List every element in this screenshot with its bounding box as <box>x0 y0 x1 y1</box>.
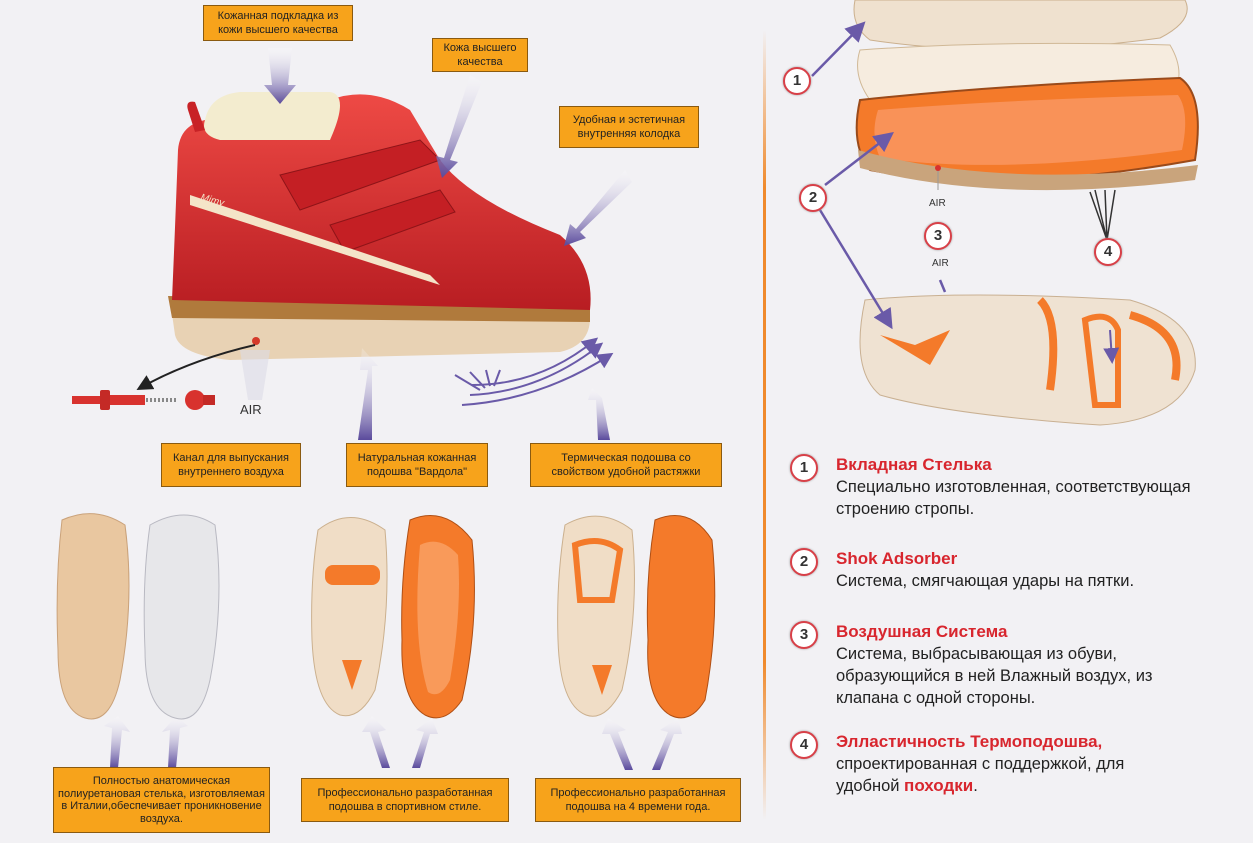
callout-insoles: Полностью анатомическая полиуретановая с… <box>53 767 270 833</box>
callout-lining: Кожанная подкладка из кожи высшего качес… <box>203 5 353 41</box>
callout-air-channel: Канал для выпускания внутреннего воздуха <box>161 443 301 487</box>
callout-sport-sole: Профессионально разработанная подошва в … <box>301 778 509 822</box>
season-soles-illustration <box>557 515 716 719</box>
feature-description-emphasis: походки <box>904 776 974 795</box>
sole-layers-illustration <box>853 0 1199 191</box>
feature-title: Shok Adsorber <box>836 549 958 568</box>
feature-description: Система, выбрасывающая из обуви, образую… <box>836 645 1153 707</box>
callout-thermo-sole: Термическая подошва со свойством удобной… <box>530 443 722 487</box>
air-valve-illustration <box>72 344 270 410</box>
diagram-number-1: 1 <box>783 67 811 95</box>
flex-arrows <box>454 337 614 406</box>
right-pointer-lines <box>811 21 1116 330</box>
feature-2: 2 Shok Adsorber Система, смягчающая удар… <box>790 548 1230 598</box>
panel-divider <box>763 30 766 820</box>
diagram-number-2: 2 <box>799 184 827 212</box>
feature-3: 3 Воздушная Система Система, выбрасывающ… <box>790 621 1230 711</box>
air-label-small-2: AIR <box>932 258 949 269</box>
diagram-number-3: 3 <box>924 222 952 250</box>
feature-number: 3 <box>790 621 818 649</box>
feature-title: Элластичность Термоподошва, <box>836 732 1103 751</box>
feature-description: Система, смягчающая удары на пятки. <box>836 572 1135 590</box>
sport-soles-illustration <box>311 515 475 719</box>
feature-1: 1 Вкладная Стелька Специально изготовлен… <box>790 454 1230 524</box>
air-label: AIR <box>240 402 262 417</box>
feature-description-tail: . <box>973 777 978 795</box>
feature-number: 1 <box>790 454 818 482</box>
outsole-illustration <box>859 294 1196 426</box>
feature-4: 4 Элластичность Термоподошва, спроектиро… <box>790 731 1230 826</box>
callout-inner-last: Удобная и эстетичная внутренняя колодка <box>559 106 699 148</box>
diagram-number-4: 4 <box>1094 238 1122 266</box>
boot-illustration: Mimy <box>168 92 591 360</box>
callout-season-sole: Профессионально разработанная подошва на… <box>535 778 741 822</box>
feature-description: спроектированная с поддержкой, для удобн… <box>836 755 1125 795</box>
pointer-arrows <box>104 48 682 770</box>
insole-pair-illustration <box>56 513 220 720</box>
feature-title: Воздушная Система <box>836 622 1008 641</box>
feature-number: 2 <box>790 548 818 576</box>
feature-title: Вкладная Стелька <box>836 455 992 474</box>
callout-leather-sole: Натуральная кожанная подошва "Вардола" <box>346 443 488 487</box>
callout-leather: Кожа высшего качества <box>432 38 528 72</box>
air-label-small-1: AIR <box>929 198 946 209</box>
feature-description: Специально изготовленная, соответствующа… <box>836 478 1191 518</box>
feature-number: 4 <box>790 731 818 759</box>
